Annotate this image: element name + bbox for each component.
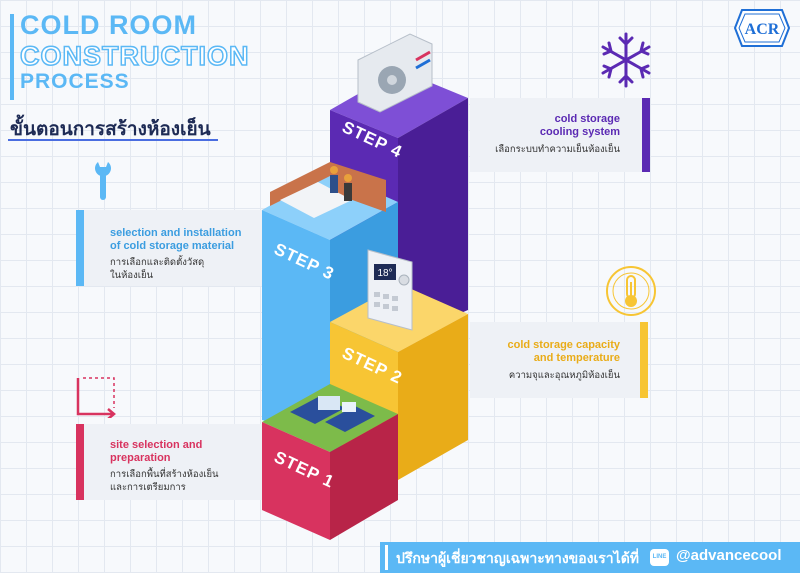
title-line-1: COLD ROOM	[20, 10, 197, 40]
step-1-accent	[76, 424, 84, 500]
footer-accent-bar	[385, 545, 388, 570]
step-3-thai-line-1: การเลือกและติดตั้งวัสดุ	[110, 257, 205, 268]
step-1-title-line-2: preparation	[110, 452, 171, 464]
line-account[interactable]: @advancecool	[676, 547, 782, 564]
step-1-card: site selection and preparation การเลือกพ…	[76, 424, 262, 500]
footer-banner: ปรึกษาผู้เชี่ยวชาญเฉพาะทางของเราได้ที่ L…	[380, 542, 800, 573]
step-2-title-line-2: and temperature	[533, 352, 620, 364]
step-4-thai: เลือกระบบทำความเย็นห้องเย็น	[495, 144, 620, 155]
acr-logo: ACR	[734, 9, 790, 47]
thai-title: ขั้นตอนการสร้างห้องเย็น	[10, 119, 211, 140]
step-1-title-line-1: site selection and	[110, 439, 203, 451]
title-underline	[8, 139, 218, 141]
step-3-thai-line-2: ในห้องเย็น	[110, 270, 154, 281]
snowflake-icon	[601, 32, 651, 88]
step-2-accent	[640, 322, 648, 398]
step-4-title-line-2: cooling system	[539, 126, 620, 138]
step-2-title-line-1: cold storage capacity	[507, 339, 621, 351]
line-icon: LINE	[650, 549, 669, 566]
step-4-title-line-1: cold storage	[554, 113, 620, 125]
step-4-accent	[642, 98, 650, 172]
step-3-card: selection and installation of cold stora…	[76, 210, 262, 286]
step-1-thai-line-1: การเลือกพื้นที่สร้างห้องเย็น	[110, 469, 219, 480]
workers-icon	[330, 166, 352, 201]
step-2-card: cold storage capacity and temperature คว…	[470, 322, 648, 398]
step-1-block	[262, 384, 398, 540]
step-3-accent	[76, 210, 84, 286]
wrench-icon	[95, 162, 111, 200]
logo-text: ACR	[745, 21, 780, 38]
thermometer-icon	[606, 266, 656, 316]
step-4-card: cold storage cooling system เลือกระบบทำค…	[470, 98, 650, 172]
ac-unit-icon	[357, 33, 433, 113]
thermostat-icon: 18°	[367, 249, 413, 331]
footer-text: ปรึกษาผู้เชี่ยวชาญเฉพาะทางของเราได้ที่	[396, 550, 640, 566]
step-3-title-line-1: selection and installation	[110, 227, 242, 239]
title-line-2: CONSTRUCTION	[19, 40, 250, 72]
title-accent-bar	[10, 14, 14, 100]
step-3-title-line-2: of cold storage material	[110, 240, 235, 252]
step-1-thai-line-2: และการเตรียมการ	[110, 482, 186, 493]
title-line-3: PROCESS	[20, 70, 130, 93]
thermostat-display: 18°	[377, 268, 392, 279]
corner-arrow-icon	[76, 377, 116, 418]
step-2-thai: ความจุและอุณหภูมิห้องเย็น	[508, 370, 620, 381]
